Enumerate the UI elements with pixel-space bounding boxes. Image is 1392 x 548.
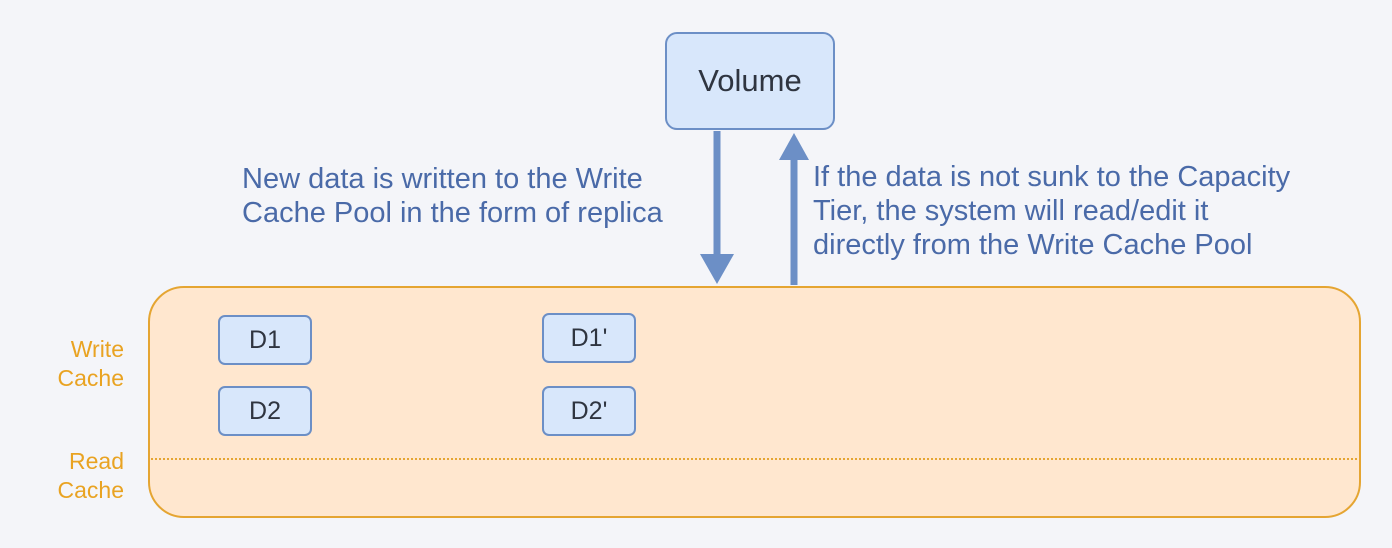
write-read-divider (148, 458, 1361, 460)
volume-node: Volume (665, 32, 835, 130)
write-cache-label: Write Cache (57, 336, 124, 391)
block-d1: D1 (218, 315, 312, 365)
block-d1-replica: D1' (542, 313, 636, 363)
read-cache-label: Read Cache (57, 448, 124, 503)
write-path-caption: New data is written to the Write Cache P… (242, 163, 663, 229)
block-d2-replica: D2' (542, 386, 636, 436)
block-d2: D2 (218, 386, 312, 436)
read-arrow (779, 133, 809, 285)
write-cache-pool (148, 286, 1361, 518)
write-arrow (700, 131, 734, 284)
read-path-caption: If the data is not sunk to the Capacity … (813, 161, 1291, 261)
